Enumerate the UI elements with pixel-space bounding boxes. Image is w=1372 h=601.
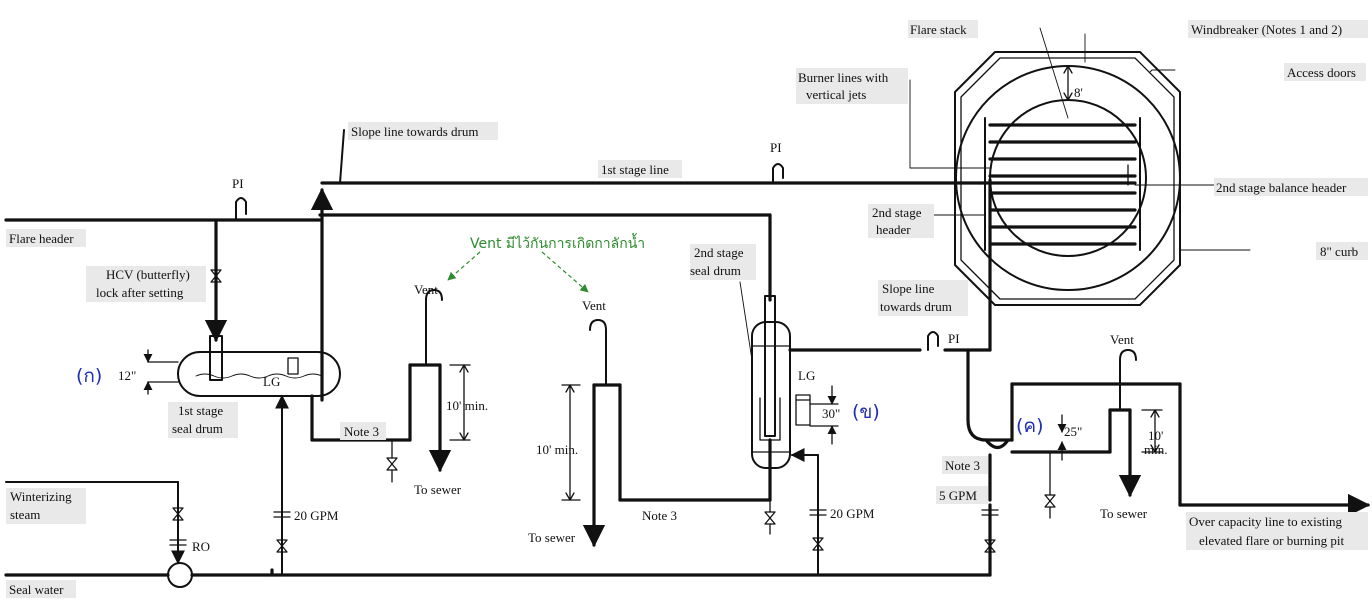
pi-left-label: PI: [232, 176, 244, 191]
curb-label: 8" curb: [1320, 244, 1358, 259]
windbreaker-label: Windbreaker (Notes 1 and 2): [1191, 22, 1342, 37]
ten-min-3a-label: 10': [1148, 428, 1163, 443]
pi-left-gauge: [235, 197, 247, 221]
dim-25in-label: 25": [1064, 424, 1082, 439]
slope-line-right-label-2: towards drum: [880, 299, 952, 314]
hcv-valve: [210, 269, 222, 283]
over-capacity-label-2: elevated flare or burning pit: [1199, 533, 1344, 548]
burner-lines-label-2: vertical jets: [806, 87, 866, 102]
hcv-label-1: HCV (butterfly): [106, 267, 190, 282]
ten-min-3b-label: min.: [1144, 442, 1167, 457]
text-labels: Flare stack Windbreaker (Notes 1 and 2) …: [6, 20, 1368, 598]
burner-lines-label-1: Burner lines with: [798, 70, 889, 85]
vent-3-label: Vent: [1110, 332, 1134, 347]
first-stage-seal-drum: [143, 335, 341, 397]
seal-water-label: Seal water: [9, 582, 64, 597]
second-stage-header-label-2: header: [876, 222, 911, 237]
flare-header-line: [4, 213, 772, 343]
note3-right-label: Note 3: [945, 458, 980, 473]
ten-min-2-label: 10' min.: [536, 442, 578, 457]
dim-8ft-label: 8': [1074, 85, 1083, 100]
flare-header-label: Flare header: [9, 231, 74, 246]
pi-top-label: PI: [770, 140, 782, 155]
vent-note-arrow-right: [541, 251, 589, 293]
vent-2-label: Vent: [582, 298, 606, 313]
over-capacity-label-1: Over capacity line to existing: [1189, 514, 1343, 529]
pi-right-label: PI: [948, 331, 960, 346]
dim-12in-label: 12": [118, 368, 136, 383]
leader-lines: [739, 27, 1251, 361]
marker-a: (ก): [76, 365, 102, 387]
hcv-label-2: lock after setting: [96, 285, 184, 300]
gpm-20-right-label: 20 GPM: [830, 506, 875, 521]
ro-label: RO: [192, 539, 210, 554]
marker-c: (ค): [1016, 415, 1044, 437]
flare-stack: [954, 51, 1181, 306]
access-doors-label: Access doors: [1287, 65, 1356, 80]
vent-note: Vent มีไว้กันการเกิดกาลักน้ำ: [470, 233, 645, 252]
flare-stack-label: Flare stack: [910, 22, 967, 37]
second-stage-balance-header-label: 2nd stage balance header: [1216, 180, 1347, 195]
third-seal-loop: [966, 348, 1182, 519]
feed-line-right: [790, 448, 827, 576]
gpm-5-label: 5 GPM: [939, 488, 977, 503]
to-sewer-2-label: To sewer: [528, 530, 576, 545]
burner-lines: [984, 117, 1141, 251]
winterizing-steam-line: [5, 481, 187, 565]
first-stage-seal-drum-label-2: seal drum: [172, 421, 223, 436]
slope-line-right-label-1: Slope line: [882, 281, 935, 296]
second-stage-header-label-1: 2nd stage: [872, 205, 922, 220]
winterizing-label-2: steam: [10, 507, 40, 522]
note3-mid-label: Note 3: [642, 508, 677, 523]
feed-line-5gpm: [981, 509, 999, 553]
to-sewer-3-label: To sewer: [1100, 506, 1148, 521]
to-sewer-1-label: To sewer: [414, 482, 462, 497]
vent-note-arrow-left: [447, 251, 481, 281]
thai-annotations: (ก) (ข) (ค) Vent มีไว้กันการเกิดกาลักน้ำ: [76, 233, 1044, 437]
gpm-20-left-label: 20 GPM: [294, 508, 339, 523]
lg-left-label: LG: [263, 374, 280, 389]
middle-vent-loop: [561, 319, 776, 548]
lg-right-label: LG: [798, 368, 815, 383]
second-stage-seal-drum-label-1: 2nd stage: [694, 245, 744, 260]
second-stage-seal-drum: [751, 295, 839, 469]
slope-line-top-label: Slope line towards drum: [351, 124, 478, 139]
note3-left-label: Note 3: [344, 424, 379, 439]
feed-line-left: [273, 394, 291, 576]
dim-30in-label: 30": [822, 406, 840, 421]
pi-top-gauge: [772, 163, 784, 184]
first-stage-seal-drum-label-1: 1st stage: [178, 403, 223, 418]
winterizing-label-1: Winterizing: [10, 489, 72, 504]
first-stage-line-label: 1st stage line: [601, 162, 669, 177]
marker-b: (ข): [852, 401, 880, 423]
ten-min-1-label: 10' min.: [446, 398, 488, 413]
vent-1-label: Vent: [414, 282, 438, 297]
second-stage-seal-drum-label-2: seal drum: [690, 263, 741, 278]
first-stage-line: [310, 129, 1137, 402]
